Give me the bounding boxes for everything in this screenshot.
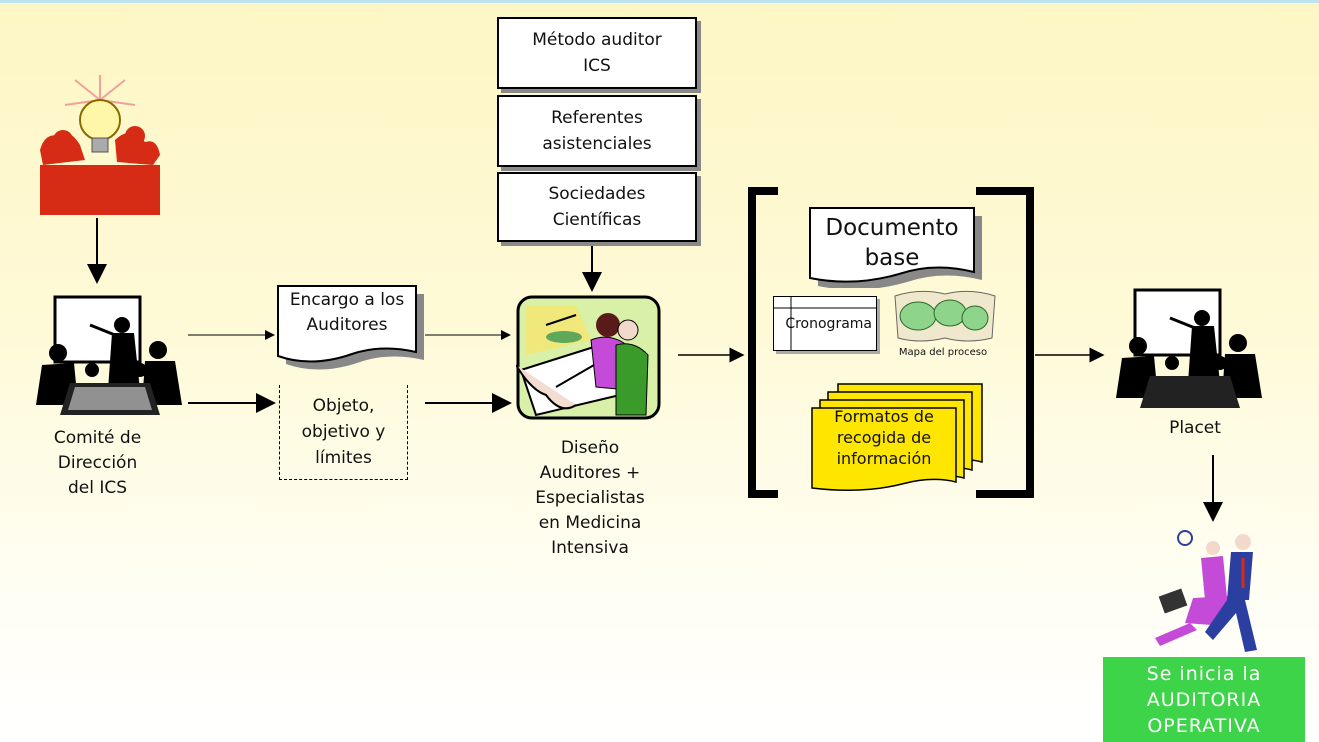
diseno-line-2: Auditores + <box>539 463 641 483</box>
sociedades-box: Sociedades Científicas <box>497 172 697 242</box>
encargo-document-shape <box>277 285 424 370</box>
diseno-line-1: Diseño <box>560 438 620 458</box>
cronograma-grid-lines <box>773 296 877 351</box>
referentes-line-2: asistenciales <box>542 134 652 154</box>
encargo-line-1: Encargo a los <box>289 290 405 310</box>
final-auditoria-box: Se inicia la AUDITORIA OPERATIVA <box>1103 657 1305 742</box>
design-team-icon <box>516 295 661 420</box>
formatos-label: Formatos de recogida de información <box>812 406 956 469</box>
formatos-line-2: recogida de <box>836 428 932 447</box>
diseno-line-5: Intensiva <box>551 538 629 558</box>
referentes-box: Referentes asistenciales <box>497 95 697 167</box>
cronograma-box: Cronograma <box>773 296 877 351</box>
metodo-line-1: Método auditor <box>532 30 662 50</box>
documento-line-1: Documento <box>825 215 959 241</box>
mapa-text: Mapa del proceso <box>898 347 988 358</box>
placet-text: Placet <box>1169 418 1221 438</box>
comite-line-3: del ICS <box>67 478 128 498</box>
comite-meeting-icon <box>36 295 182 415</box>
objeto-line-3: límites <box>315 448 372 468</box>
diseno-line-4: en Medicina <box>538 513 642 533</box>
metodo-auditor-box: Método auditor ICS <box>497 17 697 89</box>
final-line-1: Se inicia la <box>1146 662 1262 685</box>
right-bracket <box>976 187 1034 498</box>
referentes-line-1: Referentes <box>551 108 643 128</box>
encargo-line-2: Auditores <box>306 315 388 335</box>
formatos-line-3: información <box>836 449 932 468</box>
objeto-line-2: objetivo y <box>301 422 386 442</box>
placet-label: Placet <box>1150 416 1240 441</box>
formatos-line-1: Formatos de <box>834 407 934 426</box>
left-bracket <box>748 187 778 498</box>
process-map-icon <box>894 290 996 342</box>
mapa-label: Mapa del proceso <box>878 346 1008 360</box>
documento-label: Documento base <box>808 213 976 273</box>
formatos-stack <box>811 383 983 491</box>
cronograma-label: Cronograma <box>785 315 872 332</box>
sociedades-line-2: Científicas <box>552 210 642 230</box>
top-border <box>0 0 1319 3</box>
objeto-box: Objeto, objetivo y límites <box>279 385 408 480</box>
comite-line-1: Comité de <box>53 428 142 448</box>
documento-line-2: base <box>864 245 920 271</box>
metodo-line-2: ICS <box>583 56 611 76</box>
documento-base-shape <box>809 207 982 288</box>
diseno-label: Diseño Auditores + Especialistas en Medi… <box>520 436 660 561</box>
diseno-line-3: Especialistas <box>535 488 645 508</box>
final-line-3: OPERATIVA <box>1147 714 1261 737</box>
objeto-line-1: Objeto, <box>312 396 375 416</box>
sociedades-line-1: Sociedades <box>548 184 646 204</box>
comite-line-2: Dirección <box>57 453 138 473</box>
encargo-label: Encargo a los Auditores <box>276 288 418 338</box>
comite-label: Comité de Dirección del ICS <box>40 426 155 501</box>
running-auditors-icon <box>1155 530 1257 652</box>
idea-meeting-icon <box>40 75 160 215</box>
final-line-2: AUDITORIA <box>1146 688 1262 711</box>
placet-meeting-icon <box>1116 288 1262 408</box>
